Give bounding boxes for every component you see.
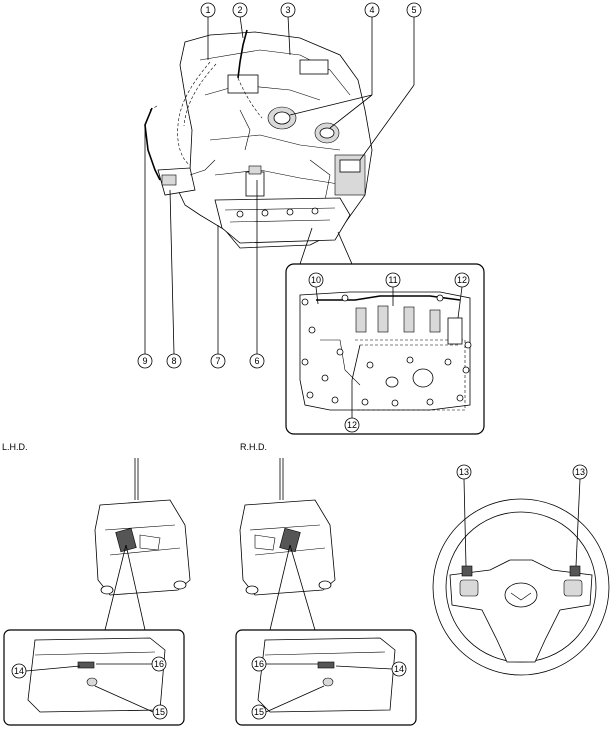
lhd-shifter-assembly	[3, 458, 191, 726]
callout-text: 12	[457, 275, 467, 285]
callout-11: 11	[385, 272, 401, 288]
callout-text: 15	[155, 707, 165, 717]
callout-text: 6	[254, 356, 259, 366]
callout-labels: 1 2 3 4 5 6 7 8	[11, 2, 588, 720]
caption-rhd: R.H.D.	[240, 442, 267, 452]
callout-text: 2	[237, 5, 242, 15]
callout-15-lhd: 15	[152, 704, 168, 720]
callout-8: 8	[166, 353, 182, 369]
callout-13-right: 13	[572, 464, 588, 480]
callout-text: 9	[142, 356, 147, 366]
callout-text: 1	[205, 5, 210, 15]
callout-13-left: 13	[456, 464, 472, 480]
callout-text: 16	[254, 659, 264, 669]
callout-text: 4	[369, 5, 374, 15]
callout-3: 3	[280, 2, 296, 18]
callout-1: 1	[200, 2, 216, 18]
callout-6: 6	[249, 353, 265, 369]
callout-text: 3	[285, 5, 290, 15]
transmission-assembly	[144, 29, 373, 249]
callout-2: 2	[232, 2, 248, 18]
callout-text: 15	[254, 707, 264, 717]
callout-text: 13	[459, 467, 469, 477]
valve-body-detail-inset	[285, 227, 485, 435]
callout-5: 5	[406, 2, 422, 18]
callout-text: 14	[394, 664, 404, 674]
callout-14-rhd: 14	[391, 661, 407, 677]
callout-text: 5	[411, 5, 416, 15]
callout-16-lhd: 16	[151, 656, 167, 672]
callout-text: 10	[311, 275, 321, 285]
callout-text: 13	[575, 467, 585, 477]
upper-leader-lines	[144, 15, 415, 355]
callout-4: 4	[364, 2, 380, 18]
callout-text: 8	[171, 356, 176, 366]
callout-text: 16	[154, 659, 164, 669]
callout-10: 10	[308, 272, 324, 288]
callout-text: 14	[14, 666, 24, 676]
callout-16-rhd: 16	[251, 656, 267, 672]
callout-12-upper: 12	[454, 272, 470, 288]
callout-text: 7	[215, 356, 220, 366]
steering-wheel	[432, 478, 610, 676]
callout-text: 12	[347, 420, 357, 430]
callout-14-lhd: 14	[11, 663, 27, 679]
rhd-shifter-assembly	[235, 458, 417, 726]
callout-7: 7	[210, 353, 226, 369]
callout-15-rhd: 15	[251, 704, 267, 720]
caption-lhd: L.H.D.	[2, 442, 28, 452]
callout-text: 11	[388, 275, 397, 285]
callout-9: 9	[137, 353, 153, 369]
callout-12-lower: 12	[344, 417, 360, 433]
